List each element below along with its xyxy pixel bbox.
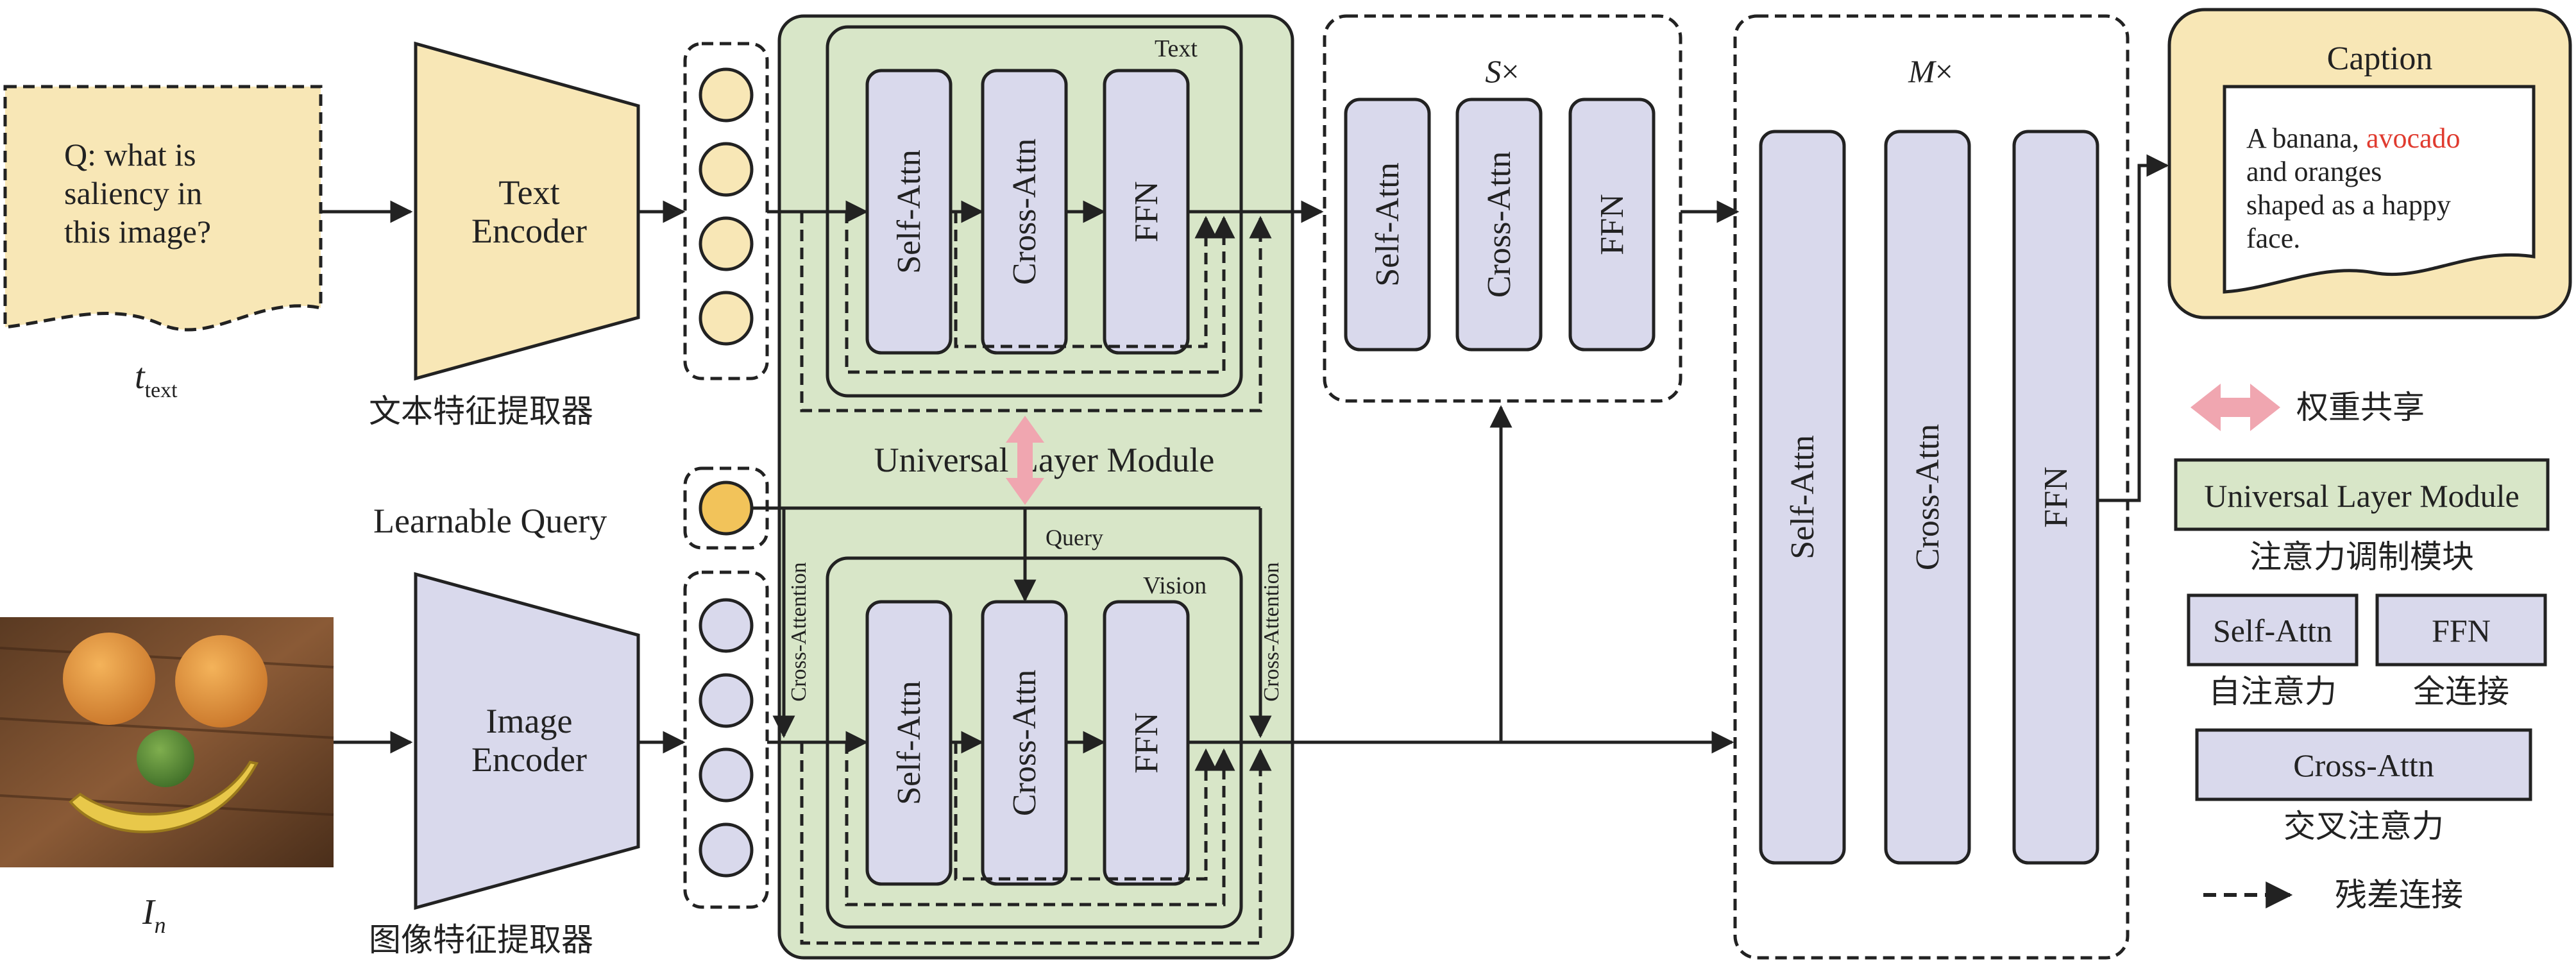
input-image	[0, 617, 334, 867]
legend-weight-share-icon	[2190, 384, 2280, 431]
text-token	[699, 291, 754, 346]
ulm-vision-self-attn-block: Self-Attn	[865, 600, 953, 886]
query-path	[752, 506, 1272, 738]
text-token	[699, 216, 754, 271]
learnable-query-label: Learnable Query	[373, 502, 607, 540]
ulm-text-self-attn-block: Self-Attn	[865, 69, 953, 355]
legend-self-attn-box	[2187, 593, 2359, 667]
text-encoder	[414, 41, 640, 381]
legend-ulm-box	[2174, 458, 2550, 531]
legend-residual-label: 残差连接	[2335, 876, 2463, 914]
legend-ffn-cn: 全连接	[2413, 673, 2509, 710]
legend-cross-attn-box	[2195, 728, 2532, 801]
vision-output-flow	[1188, 405, 1734, 754]
banana	[69, 760, 259, 833]
legend-ffn-box	[2375, 593, 2547, 667]
query-token	[699, 481, 754, 536]
caption-line-2: and oranges	[2246, 156, 2382, 187]
m-block-label: M×	[1908, 53, 1953, 89]
svg-text:FFN: FFN	[1128, 181, 1165, 242]
ulm-text-residual	[800, 212, 1272, 413]
ulm-vision-cross-attn-block: Cross-Attn	[981, 600, 1068, 886]
m-self-attn-block: Self-Attn	[1759, 130, 1846, 865]
vision-token	[699, 598, 754, 653]
image-input-label: In	[142, 892, 166, 938]
caption-line-4: face.	[2246, 223, 2300, 254]
text-encoder-line-2: Encoder	[471, 212, 587, 250]
avocado	[137, 729, 194, 787]
question-line-3: this image?	[64, 214, 211, 250]
arrow-m-to-caption	[2097, 154, 2169, 502]
weight-share-arrow	[1006, 416, 1044, 505]
text-token	[699, 142, 754, 197]
legend-weight-share-label: 权重共享	[2296, 389, 2425, 426]
vision-token-group	[683, 570, 769, 909]
caption-line-3: shaped as a happy	[2246, 189, 2451, 221]
image-encoder-line-1: Image	[486, 702, 573, 740]
legend-ulm-box-label: Universal Layer Module	[2204, 478, 2520, 514]
legend-self-attn-cn: 自注意力	[2208, 673, 2337, 710]
m-cross-attn-block: Cross-Attn	[1884, 130, 1971, 865]
caption-paper	[2223, 85, 2536, 294]
cross-attention-label-right: Cross-Attention	[1260, 562, 1284, 701]
text-token-group	[683, 42, 769, 380]
svg-text:Cross-Attn: Cross-Attn	[1006, 670, 1043, 816]
query-label: Query	[1046, 525, 1103, 550]
image-encoder-line-2: Encoder	[471, 740, 587, 779]
s-block-label: S×	[1485, 53, 1519, 89]
svg-text:Self-Attn: Self-Attn	[891, 681, 928, 805]
s-cross-attn-block: Cross-Attn	[1455, 98, 1543, 352]
m-ffn-block: FFN	[2012, 130, 2099, 865]
text-input-card: Q: what is saliency in this image?	[3, 85, 323, 332]
image-encoder	[414, 572, 640, 910]
vision-token	[699, 673, 754, 728]
ulm-vision-residual	[800, 742, 1272, 945]
legend-cross-attn-cn: 交叉注意力	[2284, 808, 2444, 845]
question-line-1: Q: what is	[64, 137, 196, 173]
ulm-vision-branch-label: Vision	[1143, 572, 1207, 599]
legend-ulm-cn: 注意力调制模块	[2250, 538, 2474, 575]
svg-text:Cross-Attn: Cross-Attn	[1481, 151, 1518, 298]
image-encoder-cn-label: 图像特征提取器	[369, 921, 593, 958]
ulm-text-ffn-block: FFN	[1103, 69, 1190, 355]
ulm-text-cross-attn-block: Cross-Attn	[981, 69, 1068, 355]
legend-self-attn-box-label: Self-Attn	[2213, 613, 2332, 649]
caption-title: Caption	[2327, 40, 2433, 77]
ulm-vision-ffn-block: FFN	[1103, 600, 1190, 886]
svg-text:Self-Attn: Self-Attn	[1784, 435, 1821, 559]
m-block	[1733, 14, 2130, 960]
ulm-text-branch-label: Text	[1155, 35, 1198, 62]
svg-text:Cross-Attn: Cross-Attn	[1910, 424, 1946, 570]
svg-text:FFN: FFN	[1128, 712, 1165, 773]
orange-right	[175, 635, 267, 728]
question-line-2: saliency in	[64, 175, 202, 211]
s-ffn-block: FFN	[1568, 98, 1656, 352]
svg-text:Cross-Attn: Cross-Attn	[1006, 139, 1043, 285]
s-self-attn-block: Self-Attn	[1344, 98, 1431, 352]
text-encoder-cn-label: 文本特征提取器	[369, 393, 593, 430]
svg-text:Self-Attn: Self-Attn	[1369, 162, 1406, 287]
svg-text:FFN: FFN	[2038, 466, 2074, 527]
text-input-label: ttext	[135, 357, 178, 402]
legend-ffn-box-label: FFN	[2432, 613, 2491, 649]
legend-cross-attn-box-label: Cross-Attn	[2293, 747, 2434, 783]
vision-token	[699, 747, 754, 803]
svg-text:Self-Attn: Self-Attn	[891, 149, 928, 274]
svg-text:FFN: FFN	[1594, 194, 1631, 255]
ulm-title: Universal Layer Module	[874, 441, 1215, 479]
vision-token	[699, 822, 754, 878]
cross-attention-label-left: Cross-Attention	[787, 562, 811, 701]
text-token	[699, 67, 754, 123]
caption-line-1: A banana, avocado	[2246, 123, 2461, 154]
orange-left	[63, 633, 155, 725]
legend: 权重共享 Universal Layer Module 注意力调制模块 Self…	[2174, 384, 2550, 914]
text-encoder-line-1: Text	[498, 173, 559, 212]
